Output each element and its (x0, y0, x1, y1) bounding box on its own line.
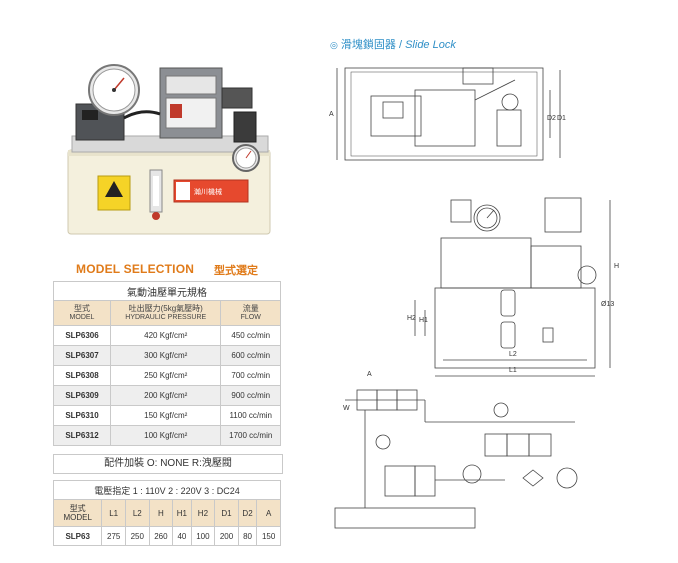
label-H1: H1 (419, 317, 428, 324)
label-port-A: A (367, 371, 372, 378)
header-dim: L2 (124, 499, 150, 527)
table-row: SLP6306 420 Kgf/cm² 450 cc/min (53, 325, 281, 346)
header-flow-en: FLOW (240, 314, 261, 321)
cell-model: SLP6309 (53, 385, 111, 406)
label-hole: Ø13 (601, 301, 614, 308)
top-view-outline (344, 67, 544, 161)
cell-pressure: 250 Kgf/cm² (109, 365, 222, 386)
label-A: A (329, 111, 334, 118)
cell-model: SLP6306 (53, 325, 111, 346)
model-selection-heading-cn: 型式選定 (214, 265, 258, 277)
cell-model: SLP6308 (53, 365, 111, 386)
cell-dim: 150 (256, 526, 281, 546)
header-pressure: 吐出壓力(5kg氣壓時) HYDRAULIC PRESSURE (109, 300, 222, 326)
cell-dim: 250 (124, 526, 150, 546)
cell-model: SLP6310 (53, 405, 111, 426)
cell-flow: 700 cc/min (220, 365, 281, 386)
label-H: H (614, 263, 619, 270)
header-dim: H2 (190, 499, 216, 527)
header-flow-cn: 流量 (242, 304, 259, 313)
table-row: SLP6309 200 Kgf/cm² 900 cc/min (53, 385, 281, 406)
cell-flow: 450 cc/min (220, 325, 281, 346)
cell-model: SLP6307 (53, 345, 111, 366)
cell-flow: 900 cc/min (220, 385, 281, 406)
cell-dim: 200 (214, 526, 239, 546)
cell-pressure: 100 Kgf/cm² (109, 425, 222, 446)
header-dim: H (148, 499, 174, 527)
header-dim: H1 (172, 499, 192, 527)
cell-model: SLP6312 (53, 425, 111, 446)
voltage-spec: 電壓指定 1 : 110V 2 : 220V 3 : DC24 (53, 480, 281, 500)
header-model: 型式 MODEL (52, 499, 103, 527)
cell-flow: 1700 cc/min (220, 425, 281, 446)
label-H2: H2 (407, 315, 416, 322)
dimension-table: 電壓指定 1 : 110V 2 : 220V 3 : DC24 型式 MODEL… (52, 480, 281, 546)
label-L1: L1 (509, 367, 517, 374)
header-model-en: MODEL (69, 314, 95, 321)
cell-flow: 1100 cc/min (220, 405, 281, 426)
header-pressure-en: HYDRAULIC PRESSURE (125, 314, 207, 321)
spec-table: 氣動油壓單元規格 型式 MODEL 吐出壓力(5kg氣壓時) HYDRAULIC… (53, 281, 281, 446)
slide-lock-title-en: Slide Lock (405, 39, 456, 51)
accessory-option: 配件加裝 O: NONE R:洩壓閥 (53, 454, 283, 474)
table-row: SLP6308 250 Kgf/cm² 700 cc/min (53, 365, 281, 386)
spec-table-title: 氣動油壓單元規格 (53, 281, 281, 301)
technical-drawings: A D2 D1 H H2 H1 L2 L1 Ø13 W A (329, 67, 619, 529)
header-dim: A (256, 499, 281, 527)
slide-lock-title: ◎ 滑塊鎖固器 / Slide Lock (330, 36, 456, 52)
cell-flow: 600 cc/min (220, 345, 281, 366)
cell-dim: 40 (172, 526, 192, 546)
model-selection-heading: MODEL SELECTION (76, 262, 195, 276)
schematic-tank (334, 507, 476, 529)
header-dim: L1 (101, 499, 126, 527)
label-D2: D2 (547, 115, 556, 122)
header-model-cn: 型式 (69, 504, 86, 513)
table-row: SLP6307 300 Kgf/cm² 600 cc/min (53, 345, 281, 366)
header-dim: D2 (237, 499, 258, 527)
header-pressure-cn: 吐出壓力(5kg氣壓時) (128, 304, 203, 313)
bullet-icon: ◎ (330, 40, 338, 50)
cell-pressure: 420 Kgf/cm² (109, 325, 222, 346)
cell-pressure: 150 Kgf/cm² (109, 405, 222, 426)
cell-dim: 260 (148, 526, 174, 546)
brand-label: 瀚川機械 (194, 187, 222, 196)
header-model: 型式 MODEL (53, 300, 111, 326)
cell-dim: 275 (101, 526, 126, 546)
title-separator: / (395, 39, 406, 51)
cell-dim: 100 (190, 526, 216, 546)
table-row: SLP6312 100 Kgf/cm² 1700 cc/min (53, 425, 281, 446)
table-row: SLP63 275 250 260 40 100 200 80 150 (52, 526, 281, 546)
cell-pressure: 200 Kgf/cm² (109, 385, 222, 406)
label-L2: L2 (509, 351, 517, 358)
product-photo: 瀚川機械 (67, 64, 271, 235)
cell-pressure: 300 Kgf/cm² (109, 345, 222, 366)
label-D1: D1 (557, 115, 566, 122)
slide-lock-title-cn: 滑塊鎖固器 (340, 39, 396, 51)
header-model-en: MODEL (63, 513, 92, 522)
header-model-cn: 型式 (74, 304, 90, 313)
label-W: W (343, 405, 350, 412)
header-dim: D1 (214, 499, 239, 527)
table-row: SLP6310 150 Kgf/cm² 1100 cc/min (53, 405, 281, 426)
cell-dim: 80 (237, 526, 258, 546)
cell-model: SLP63 (52, 526, 103, 546)
header-flow: 流量 FLOW (220, 300, 281, 326)
